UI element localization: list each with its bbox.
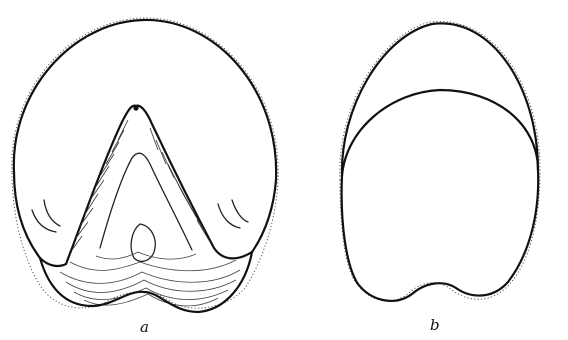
hoof-a-frog-apex	[133, 105, 138, 110]
hoof-a-central-cleft	[131, 224, 155, 261]
hoof-a-heel-curl-right	[218, 204, 240, 228]
hoof-b-sole-outline	[342, 90, 539, 301]
figure-label-a: a	[140, 318, 149, 336]
hoof-a-heel-curl-right-2	[232, 200, 248, 222]
hoof-a-sole-boundary	[40, 106, 252, 266]
figure-label-b: b	[430, 316, 440, 334]
hoof-a-wall-left	[14, 172, 40, 258]
hoof-b	[340, 21, 540, 301]
hoof-a-heel-contours	[60, 252, 240, 306]
hoof-a-wall-outline	[14, 20, 276, 252]
hoof-b-dotted-rim	[340, 21, 540, 301]
hoof-a-heel-curl-left-2	[44, 200, 60, 226]
hoof-b-outer-arch	[342, 23, 538, 176]
hoof-a	[12, 18, 278, 312]
hoof-a-frog-inner	[100, 153, 192, 250]
